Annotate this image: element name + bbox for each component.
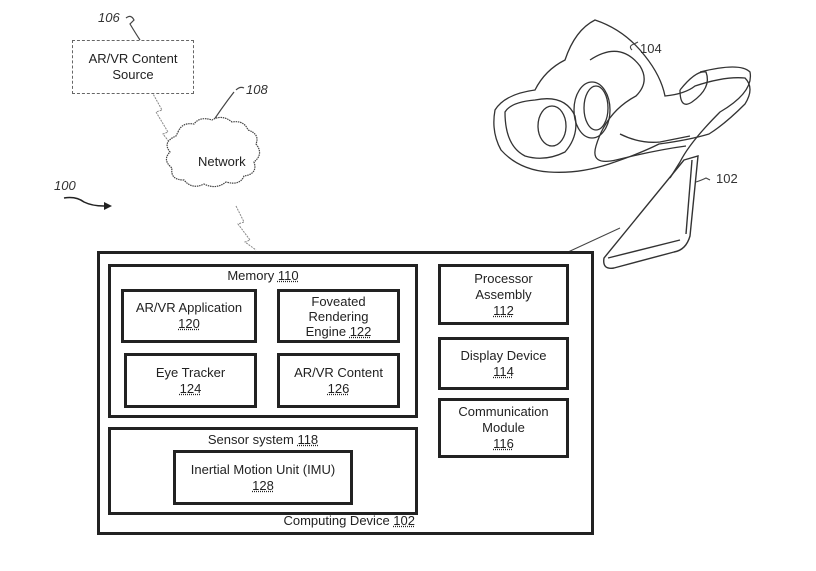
imu-label: Inertial Motion Unit (IMU) <box>190 461 336 477</box>
arrow-100 <box>63 196 105 207</box>
hmd-headset-drawing <box>493 19 752 179</box>
processor-ref: 112 <box>493 302 514 318</box>
imu-box: Inertial Motion Unit (IMU) 128 <box>173 450 353 505</box>
memory-label: Memory 110 <box>227 268 298 284</box>
processor-assembly-box: Processor Assembly 112 <box>438 264 569 325</box>
ar-vr-application-ref: 120 <box>178 316 200 331</box>
memory-name: Memory <box>227 268 275 283</box>
content-source-box: AR/VR Content Source <box>72 40 194 94</box>
ar-vr-content-box: AR/VR Content 126 <box>277 353 400 408</box>
ref-108: 108 <box>246 82 268 97</box>
communication-line2: Module <box>482 420 525 435</box>
eye-tracker-box: Eye Tracker 124 <box>124 353 257 408</box>
communication-module-box: Communication Module 116 <box>438 398 569 458</box>
display-device-ref: 114 <box>493 363 514 379</box>
sensor-system-name: Sensor system <box>207 432 294 447</box>
callout-line-phone-device <box>567 227 621 253</box>
communication-ref: 116 <box>493 436 514 451</box>
processor-line2: Assembly <box>475 286 532 302</box>
foveated-line3-text: Engine <box>305 323 347 339</box>
communication-line1: Communication <box>458 404 549 419</box>
wireless-link-network-device <box>235 205 257 251</box>
leader-102-phone <box>695 177 711 183</box>
leader-104 <box>629 41 639 51</box>
arrow-100-head <box>104 202 112 210</box>
processor-line1: Processor <box>474 270 533 286</box>
computing-device-label: Computing Device 102 <box>283 513 415 529</box>
ar-vr-application-box: AR/VR Application 120 <box>121 289 257 343</box>
smartphone-drawing <box>603 155 699 269</box>
computing-device-ref: 102 <box>393 513 415 528</box>
ar-vr-content-label: AR/VR Content <box>294 364 383 380</box>
content-source-line1: AR/VR Content <box>88 51 178 66</box>
leader-106 <box>125 15 141 41</box>
display-device-box: Display Device 114 <box>438 337 569 390</box>
network-cloud-shape <box>165 116 261 188</box>
imu-ref: 128 <box>252 477 274 493</box>
foveated-line1: Foveated <box>311 293 366 309</box>
sensor-system-label: Sensor system 118 <box>208 432 318 448</box>
wireless-link-source-network <box>151 91 175 149</box>
content-source-line2: Source <box>112 67 154 82</box>
sensor-system-ref: 118 <box>297 432 319 447</box>
ref-102-phone: 102 <box>716 171 738 186</box>
foveated-rendering-engine-box: Foveated Rendering Engine 122 <box>277 289 400 343</box>
foveated-ref: 122 <box>349 323 372 339</box>
eye-tracker-label: Eye Tracker <box>155 364 226 380</box>
display-device-label: Display Device <box>460 347 547 363</box>
ref-106: 106 <box>98 10 120 25</box>
eye-tracker-ref: 124 <box>179 380 202 396</box>
foveated-line3: Engine 122 <box>306 324 372 339</box>
foveated-line2: Rendering <box>308 308 369 324</box>
ar-vr-content-ref: 126 <box>327 380 350 396</box>
ref-104: 104 <box>640 41 662 56</box>
computing-device-name: Computing Device <box>283 513 390 528</box>
ar-vr-application-label: AR/VR Application <box>135 300 243 315</box>
network-label: Network <box>198 154 246 169</box>
ref-100: 100 <box>54 178 76 193</box>
memory-ref: 110 <box>277 268 299 283</box>
